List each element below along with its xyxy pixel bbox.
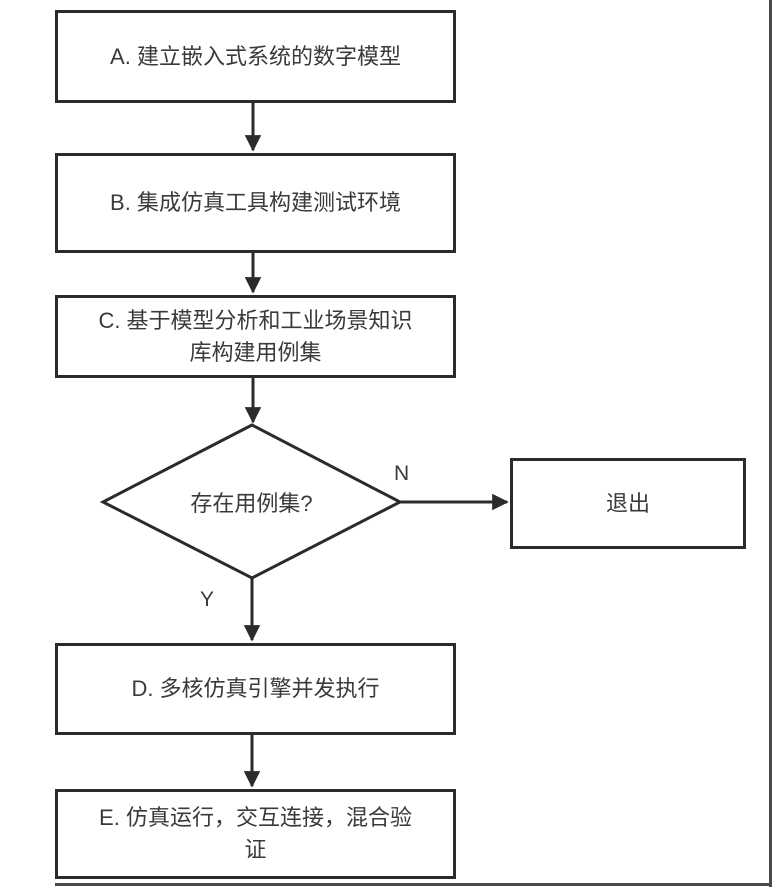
decision-label: 存在用例集? — [190, 490, 313, 516]
exit-label: 退出 — [605, 490, 650, 516]
step-label-d: D. 多核仿真引擎并发执行 — [131, 676, 380, 702]
branch-label-no: N — [394, 462, 410, 485]
step-box-d: D. 多核仿真引擎并发执行 — [55, 643, 456, 735]
step-box-b: B. 集成仿真工具构建测试环境 — [55, 153, 456, 253]
step-box-e: E. 仿真运行，交互连接，混合验证 — [55, 789, 456, 879]
step-box-c: C. 基于模型分析和工业场景知识库构建用例集 — [55, 295, 456, 378]
exit-box: 退出 — [510, 458, 746, 549]
page-edge-line-right — [769, 0, 772, 887]
step-label-c: C. 基于模型分析和工业场景知识库构建用例集 — [98, 307, 413, 365]
step-box-a: A. 建立嵌入式系统的数字模型 — [55, 10, 456, 103]
page-edge-line-bottom — [55, 883, 772, 886]
branch-label-yes: Y — [200, 588, 215, 611]
step-label-e: E. 仿真运行，交互连接，混合验证 — [99, 805, 412, 862]
step-label-a: A. 建立嵌入式系统的数字模型 — [110, 43, 401, 69]
step-label-b: B. 集成仿真工具构建测试环境 — [110, 190, 401, 216]
